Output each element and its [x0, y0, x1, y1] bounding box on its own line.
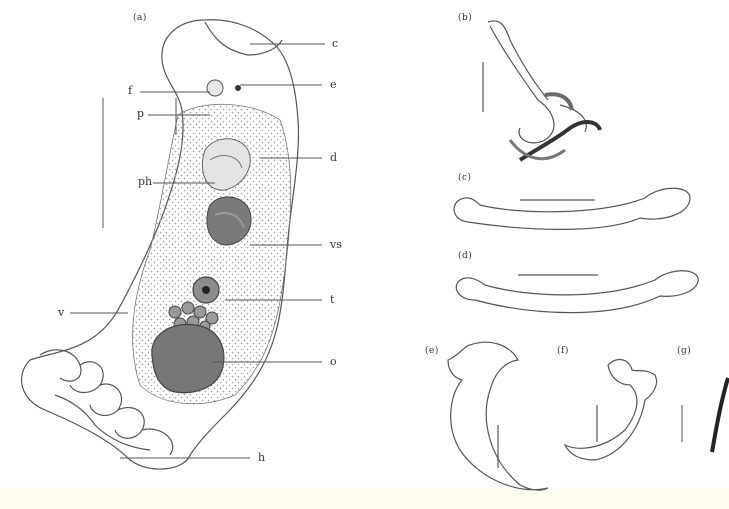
label-o: o — [330, 356, 337, 368]
panel-label-f: (f) — [557, 345, 569, 357]
label-e: e — [330, 79, 337, 91]
panel-label-e: (e) — [425, 345, 439, 357]
panel-label-a: (a) — [133, 12, 147, 24]
panel-label-g: (g) — [677, 345, 691, 357]
label-ph: ph — [138, 176, 152, 188]
copulatory-organ-detail — [483, 21, 586, 143]
panel-label-d: (d) — [458, 250, 472, 262]
hook-drawing — [682, 378, 728, 452]
transverse-bar-2 — [456, 271, 698, 313]
testis — [152, 325, 224, 393]
label-t: t — [330, 294, 334, 306]
label-p: p — [137, 108, 144, 120]
panel-label-c: (c) — [458, 172, 472, 184]
label-vs: vs — [330, 239, 342, 251]
eye-spot-dot — [235, 85, 241, 91]
anchor-drawing-2 — [565, 360, 657, 460]
eye-spot — [207, 80, 223, 96]
anchor-drawing — [448, 342, 548, 490]
label-h: h — [258, 452, 265, 464]
label-v: v — [58, 307, 64, 319]
label-d: d — [330, 152, 337, 164]
transverse-bar-1 — [454, 188, 690, 229]
label-f: f — [128, 85, 132, 97]
panel-label-b: (b) — [458, 12, 472, 24]
label-c: c — [332, 38, 338, 50]
